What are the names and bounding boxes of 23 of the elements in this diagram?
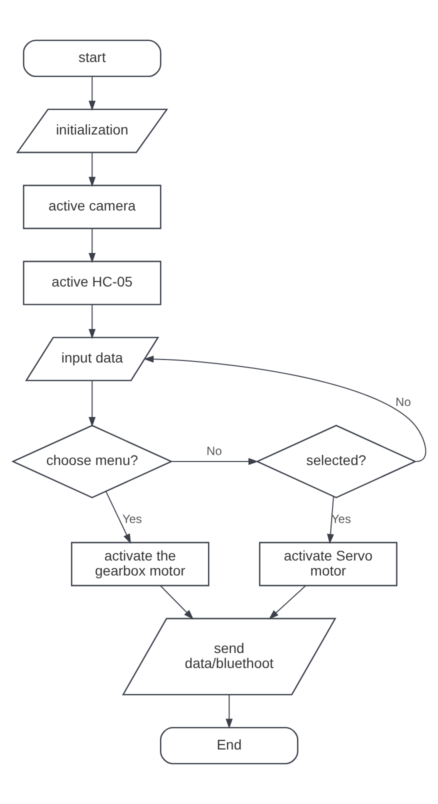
arrow — [88, 304, 96, 339]
edge-label: Yes — [330, 512, 350, 526]
arrow — [159, 585, 194, 620]
node-box: active camera — [22, 184, 161, 230]
node-box: start — [22, 40, 161, 78]
node-box: End — [160, 726, 298, 764]
arrow — [88, 76, 96, 111]
arrow — [225, 694, 232, 729]
edge-label: Yes — [122, 512, 142, 526]
node-diamond: selected? — [255, 424, 416, 498]
arrow — [104, 490, 130, 544]
arrow — [88, 152, 96, 187]
node-box: active HC-05 — [22, 260, 161, 306]
arrow — [268, 585, 306, 620]
node-diamond: choose menu? — [10, 424, 172, 498]
arrow — [170, 458, 258, 466]
edge-label: No — [395, 395, 410, 410]
node-box: activate the gearbox motor — [70, 542, 209, 586]
node-box: activate Servo motor — [258, 542, 397, 586]
arrow — [326, 496, 334, 544]
edge-label: No — [206, 444, 222, 458]
arrow — [88, 228, 96, 263]
arrow — [88, 380, 96, 427]
